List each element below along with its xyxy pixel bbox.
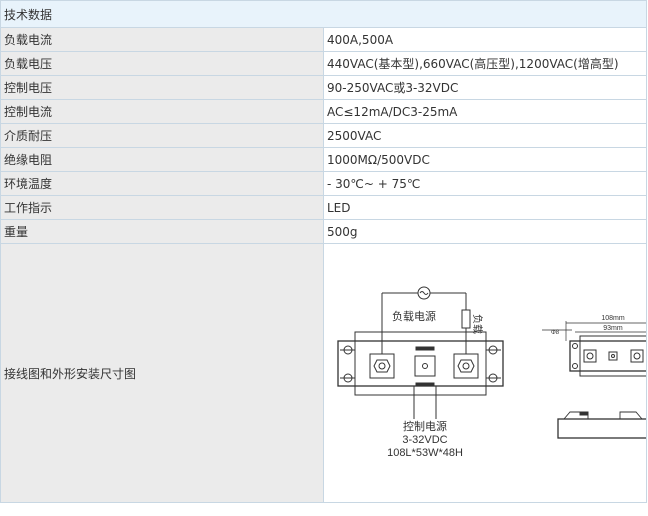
table-header: 技术数据 xyxy=(0,0,647,28)
row-label-load-voltage: 负载电压 xyxy=(0,51,324,76)
dimensions-label: 108L*53W*48H xyxy=(387,447,463,459)
spec-table: 技术数据 负载电流 400A,500A 负载电压 440VAC(基本型),660… xyxy=(0,0,647,503)
table-row: 工作指示 LED xyxy=(0,195,647,220)
dim-hole-spacing-label: 93mm xyxy=(603,325,623,332)
row-label-ambient-temperature: 环境温度 xyxy=(0,171,324,196)
table-row: 负载电压 440VAC(基本型),660VAC(高压型),1200VAC(增高型… xyxy=(0,51,647,76)
row-label-control-current: 控制电流 xyxy=(0,99,324,124)
load-circuit xyxy=(381,286,471,354)
row-label-work-indicator: 工作指示 xyxy=(0,195,324,220)
table-row: 控制电流 AC≤12mA/DC3-25mA xyxy=(0,99,647,124)
row-label-insulation-resistance: 绝缘电阻 xyxy=(0,147,324,172)
table-row: 重量 500g xyxy=(0,219,647,244)
row-value-load-current: 400A,500A xyxy=(323,27,647,52)
row-value-dielectric-strength: 2500VAC xyxy=(323,123,647,148)
relay-front-view xyxy=(337,331,504,419)
dim-hole-label: Φ8 xyxy=(551,330,560,336)
row-label-dielectric-strength: 介质耐压 xyxy=(0,123,324,148)
row-label-weight: 重量 xyxy=(0,219,324,244)
row-value-work-indicator: LED xyxy=(323,195,647,220)
table-row: 介质耐压 2500VAC xyxy=(0,123,647,148)
load-power-label: 负载电源 xyxy=(392,309,436,323)
table-row: 绝缘电阻 1000MΩ/500VDC xyxy=(0,147,647,172)
row-value-control-voltage: 90-250VAC或3-32VDC xyxy=(323,75,647,100)
table-row: 负载电流 400A,500A xyxy=(0,27,647,52)
row-value-insulation-resistance: 1000MΩ/500VDC xyxy=(323,147,647,172)
table-header-row: 技术数据 xyxy=(0,0,647,28)
load-label: 负载 xyxy=(471,314,484,334)
relay-top-view xyxy=(542,321,646,377)
table-row: 环境温度 - 30℃~ + 75℃ xyxy=(0,171,647,196)
row-value-load-voltage: 440VAC(基本型),660VAC(高压型),1200VAC(增高型) xyxy=(323,51,647,76)
wiring-diagram: 负载电源 负载 控制电源 3-32VDC 108L*53W*48H xyxy=(337,286,646,459)
row-value-weight: 500g xyxy=(323,219,647,244)
diagram-cell: 负载电源 负载 控制电源 3-32VDC 108L*53W*48H xyxy=(323,243,647,503)
dim-length-label: 108mm xyxy=(601,315,625,322)
row-label-load-current: 负载电流 xyxy=(0,27,324,52)
row-value-control-current: AC≤12mA/DC3-25mA xyxy=(323,99,647,124)
row-label-control-voltage: 控制电压 xyxy=(0,75,324,100)
table-row: 接线图和外形安装尺寸图 xyxy=(0,243,647,503)
control-voltage-label: 3-32VDC xyxy=(402,434,447,446)
control-power-label: 控制电源 xyxy=(403,419,447,433)
relay-side-view xyxy=(557,411,646,439)
table-row: 控制电压 90-250VAC或3-32VDC xyxy=(0,75,647,100)
row-label-diagram: 接线图和外形安装尺寸图 xyxy=(0,243,324,503)
row-value-ambient-temperature: - 30℃~ + 75℃ xyxy=(323,171,647,196)
